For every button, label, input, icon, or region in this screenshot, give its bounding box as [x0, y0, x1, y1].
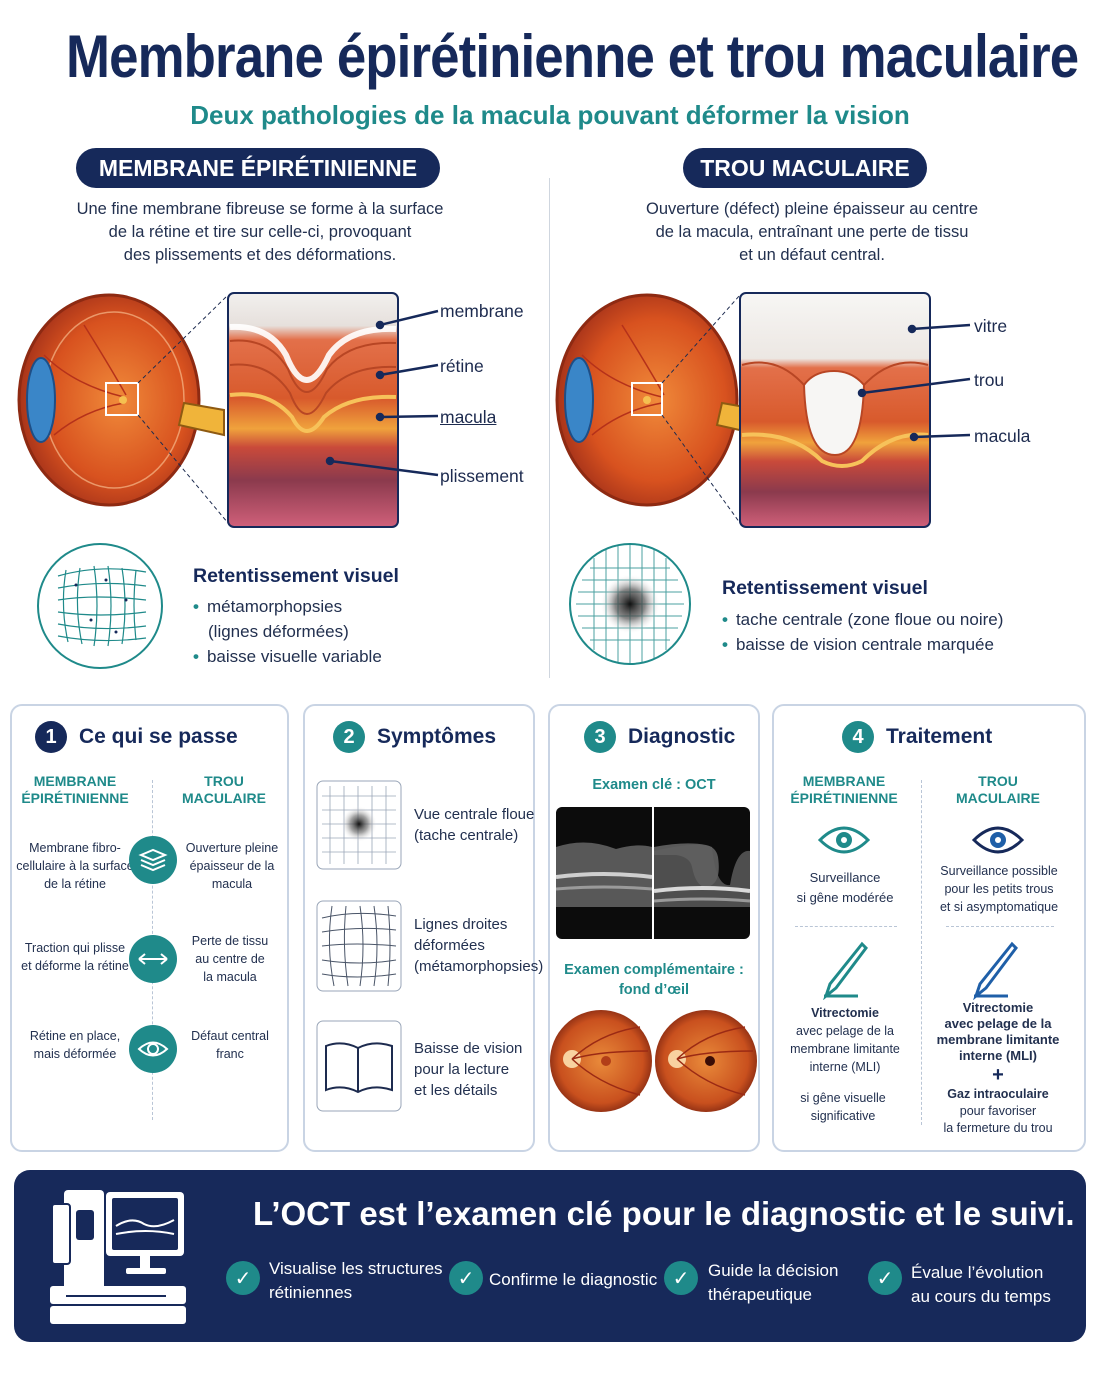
label-macula: macula	[440, 407, 497, 427]
left-impact-list: •métamorphopsies (lignes déformées) •bai…	[193, 597, 382, 666]
distorted-grid-icon	[37, 543, 163, 669]
banner-point-2: Confirme le diagnostic	[489, 1270, 658, 1289]
card2-number: 2	[333, 721, 365, 753]
surveillance-eye-icon	[818, 826, 870, 854]
central-scotoma-icon	[569, 543, 691, 665]
book-icon	[316, 1020, 402, 1112]
blur-grid-icon	[316, 780, 402, 870]
left-impact-title: Retentissement visuel	[193, 565, 399, 587]
check-icon-2: ✓	[449, 1261, 483, 1295]
label-vitreous: vitre	[974, 316, 1008, 336]
check-icon-1: ✓	[226, 1261, 260, 1295]
card4-left-separator	[795, 926, 897, 927]
card4-right-separator	[946, 926, 1054, 927]
scalpel-icon	[823, 941, 868, 1000]
membrane-eye-illustration	[17, 292, 439, 528]
label-fold: plissement	[440, 466, 524, 486]
card-what-happens	[10, 704, 289, 1152]
symptom-1: Vue centrale floue(tache centrale)	[414, 806, 535, 844]
eye-icon	[129, 1025, 177, 1073]
oct-machine-icon	[50, 1190, 186, 1324]
banner-title: L’OCT est l’examen clé pour le diagnosti…	[253, 1195, 1075, 1232]
card-treatment	[772, 704, 1086, 1152]
card4-number: 4	[842, 721, 874, 753]
oct-banner	[14, 1170, 1086, 1342]
label-macula-hole: macula	[974, 426, 1031, 446]
card1-number: 1	[35, 721, 67, 753]
scalpel-icon-hole	[973, 941, 1018, 1000]
layers-icon	[129, 836, 177, 884]
label-retina: rétine	[440, 356, 484, 376]
card2-header: 2 Symptômes	[333, 721, 496, 753]
plus-sign: +	[992, 1064, 1004, 1086]
center-divider	[549, 178, 550, 678]
check-icon-4: ✓	[868, 1261, 902, 1295]
card4-divider	[921, 780, 922, 1125]
card1-row3-left: Rétine en place,mais déformée	[29, 1029, 121, 1061]
page-title: Membrane épirétinienne et trou maculaire	[66, 23, 1079, 90]
label-hole: trou	[974, 370, 1005, 390]
arrows-icon	[129, 935, 177, 983]
card3-number: 3	[584, 721, 616, 753]
surveillance-eye-icon-hole	[972, 826, 1024, 854]
membrane-pill: MEMBRANE ÉPIRÉTINIENNE	[76, 148, 440, 188]
wavy-lines-icon	[316, 900, 402, 992]
hole-pill: TROU MACULAIRE	[683, 148, 927, 188]
oct-label: Examen clé : OCT	[592, 777, 716, 793]
card4-header: 4 Traitement	[842, 721, 992, 753]
check-icon-3: ✓	[664, 1261, 698, 1295]
card3-header: 3 Diagnostic	[584, 721, 735, 753]
oct-scan-image	[556, 807, 750, 939]
membrane-description: Une fine membrane fibreuse se forme à la…	[76, 200, 444, 264]
right-impact-list: •tache centrale (zone floue ou noire) •b…	[722, 610, 1004, 654]
fundus-images	[550, 1010, 757, 1112]
label-membrane: membrane	[440, 301, 524, 321]
right-impact-title: Retentissement visuel	[722, 577, 928, 599]
hole-description: Ouverture (défect) pleine épaisseur au c…	[645, 200, 978, 264]
page-subtitle: Deux pathologies de la macula pouvant dé…	[190, 100, 910, 130]
fundus-label: Examen complémentaire :fond d’œil	[564, 962, 744, 998]
card1-header: 1 Ce qui se passe	[35, 721, 238, 753]
hole-eye-illustration	[555, 292, 971, 528]
